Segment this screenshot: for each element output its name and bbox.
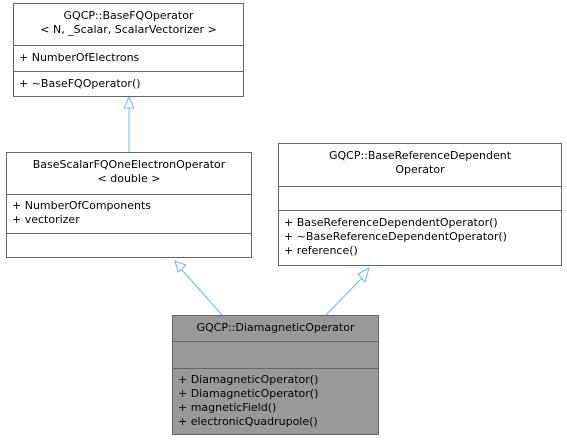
class-title: GQCP::BaseFQOperator < N, _Scalar, Scala… (14, 4, 243, 45)
attribute-item: + vectorizer (12, 213, 80, 226)
class-box-diamagnetic-operator: GQCP::DiamagneticOperator + DiamagneticO… (172, 315, 379, 435)
class-name-continued: Operator (395, 163, 445, 176)
methods-section (7, 233, 251, 257)
attributes-section (279, 186, 561, 210)
methods-section: + BaseReferenceDependentOperator() + ~Ba… (279, 210, 561, 265)
attributes-section: + NumberOfElectrons (14, 45, 243, 71)
method-item: + ~BaseReferenceDependentOperator() (284, 230, 507, 243)
method-item: + BaseReferenceDependentOperator() (284, 216, 498, 229)
arrowhead-scalar (174, 260, 187, 273)
method-item: + ~BaseFQOperator() (19, 77, 141, 90)
class-title: BaseScalarFQOneElectronOperator < double… (7, 153, 251, 194)
attribute-item: + NumberOfElectrons (19, 51, 140, 64)
edge-diamagnetic-to-reference (325, 277, 363, 316)
method-item: + DiamagneticOperator() (178, 387, 319, 400)
class-box-base-fq-operator: GQCP::BaseFQOperator < N, _Scalar, Scala… (13, 3, 244, 97)
class-template-params: < double > (97, 172, 161, 185)
method-item: + electronicQuadrupole() (178, 415, 318, 428)
attribute-item: + NumberOfComponents (12, 199, 152, 212)
class-title: GQCP::DiamagneticOperator (173, 316, 378, 341)
class-box-base-scalar-fq-one-electron-operator: BaseScalarFQOneElectronOperator < double… (6, 152, 252, 258)
method-item: + reference() (284, 244, 358, 257)
method-item: + DiamagneticOperator() (178, 373, 319, 386)
attributes-section: + NumberOfComponents + vectorizer (7, 194, 251, 233)
class-name: GQCP::BaseReferenceDependent (328, 149, 512, 162)
methods-section: + DiamagneticOperator() + DiamagneticOpe… (173, 368, 378, 434)
class-title: GQCP::BaseReferenceDependent Operator (279, 144, 561, 186)
class-name: GQCP::DiamagneticOperator (196, 321, 355, 334)
arrowhead-basefq (123, 95, 135, 109)
arrowhead-reference (357, 266, 370, 284)
class-name: GQCP::BaseFQOperator (63, 9, 194, 22)
method-item: + magneticField() (178, 401, 277, 414)
class-template-params: < N, _Scalar, ScalarVectorizer > (40, 23, 217, 36)
class-name: BaseScalarFQOneElectronOperator (32, 158, 226, 171)
edge-diamagnetic-to-scalar (181, 269, 223, 316)
methods-section: + ~BaseFQOperator() (14, 71, 243, 96)
class-box-base-reference-dependent-operator: GQCP::BaseReferenceDependent Operator + … (278, 143, 562, 266)
attributes-section (173, 341, 378, 368)
